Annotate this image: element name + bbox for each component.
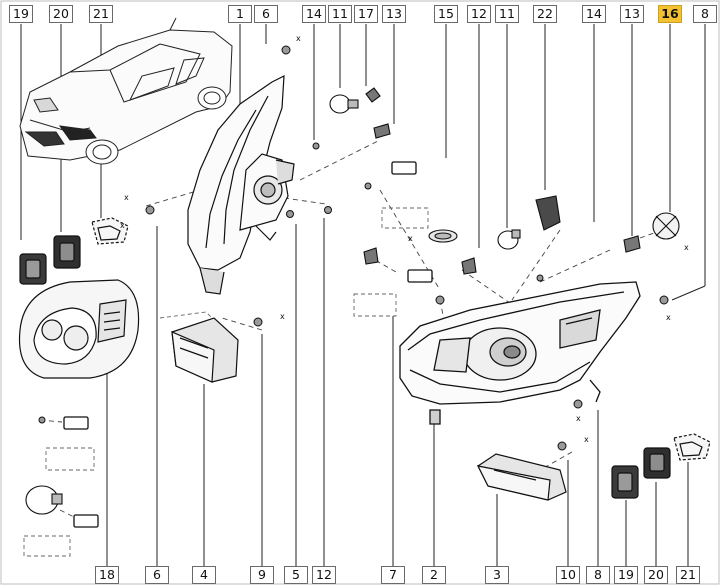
callout-top-12[interactable]: 12 [467, 5, 491, 23]
callout-top-8[interactable]: 8 [693, 5, 717, 23]
callout-bottom-12[interactable]: 12 [312, 566, 336, 584]
callout-top-19[interactable]: 19 [9, 5, 33, 23]
callout-top-11b[interactable]: 11 [495, 5, 519, 23]
svg-text:x: x [120, 221, 125, 230]
svg-text:x: x [666, 313, 671, 322]
callout-top-13[interactable]: 13 [382, 5, 406, 23]
connector-set-left [19, 217, 129, 285]
callout-bottom-6[interactable]: 6 [145, 566, 169, 584]
bulbs [25, 87, 641, 515]
callout-bottom-8[interactable]: 8 [586, 566, 610, 584]
lamp-kit-box [18, 279, 140, 379]
screw-marks: x x x x x x x x x [120, 34, 689, 444]
callout-top-11[interactable]: 11 [328, 5, 352, 23]
callout-bottom-18[interactable]: 18 [95, 566, 119, 584]
fasteners [38, 45, 669, 451]
callout-top-17[interactable]: 17 [354, 5, 378, 23]
callout-bottom-4[interactable]: 4 [192, 566, 216, 584]
callout-top-14[interactable]: 14 [302, 5, 326, 23]
callout-top-22[interactable]: 22 [533, 5, 557, 23]
callout-top-13b[interactable]: 13 [620, 5, 644, 23]
callout-top-6[interactable]: 6 [254, 5, 278, 23]
bottom-leader-lines [106, 218, 706, 566]
headlamp-left-assembly [187, 74, 295, 295]
svg-text:x: x [584, 435, 589, 444]
svg-text:x: x [408, 234, 413, 243]
svg-text:x: x [280, 312, 285, 321]
callout-top-21[interactable]: 21 [89, 5, 113, 23]
callout-top-1[interactable]: 1 [228, 5, 252, 23]
svg-text:x: x [684, 243, 689, 252]
callout-bottom-9[interactable]: 9 [250, 566, 274, 584]
callout-bottom-10[interactable]: 10 [556, 566, 580, 584]
drl-unit-right [476, 453, 567, 501]
headlamp-right-assembly [399, 281, 641, 425]
callout-top-20[interactable]: 20 [49, 5, 73, 23]
callout-bottom-7[interactable]: 7 [381, 566, 405, 584]
covers [428, 195, 680, 243]
top-leader-lines [20, 24, 706, 286]
svg-text:x: x [576, 414, 581, 423]
callout-bottom-3[interactable]: 3 [485, 566, 509, 584]
callout-bottom-2[interactable]: 2 [422, 566, 446, 584]
callout-top-15[interactable]: 15 [434, 5, 458, 23]
callout-bottom-20[interactable]: 20 [644, 566, 668, 584]
label-boxes [23, 207, 429, 557]
svg-text:x: x [296, 34, 301, 43]
callout-bottom-21[interactable]: 21 [676, 566, 700, 584]
callout-top-16-highlighted[interactable]: 16 [658, 5, 682, 23]
connector-set-right [611, 433, 711, 499]
callout-bottom-19[interactable]: 19 [614, 566, 638, 584]
callout-bottom-5[interactable]: 5 [284, 566, 308, 584]
seal-stickers [63, 161, 433, 528]
callout-top-14b[interactable]: 14 [582, 5, 606, 23]
drl-unit-left [171, 317, 239, 383]
svg-text:x: x [124, 193, 129, 202]
vehicle-outline [19, 17, 233, 165]
